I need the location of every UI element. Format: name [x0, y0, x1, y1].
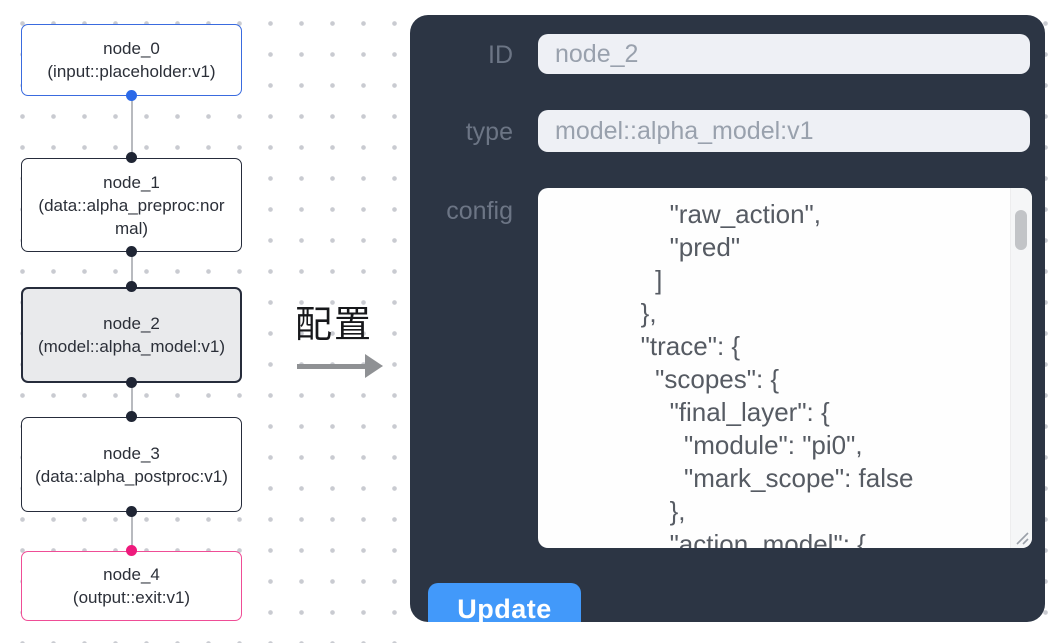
port-node1-out[interactable] — [126, 246, 137, 257]
node-config-panel: ID type config "raw_action", "pred" ] },… — [410, 15, 1045, 622]
node-3[interactable]: node_3 (data::alpha_postproc:v1) — [21, 417, 242, 512]
node-2-selected[interactable]: node_2 (model::alpha_model:v1) — [21, 287, 242, 383]
node-1-title: node_1 — [103, 172, 160, 192]
node-1[interactable]: node_1 (data::alpha_preproc:normal) — [21, 158, 242, 252]
type-input[interactable] — [538, 110, 1030, 152]
port-node3-out[interactable] — [126, 506, 137, 517]
node-0-title: node_0 — [103, 39, 160, 58]
edge-node2-node3 — [131, 383, 133, 417]
id-field-label: ID — [488, 41, 513, 69]
config-json-content[interactable]: "raw_action", "pred" ] }, "trace": { "sc… — [640, 199, 914, 548]
configure-label: 配置 — [295, 304, 373, 345]
port-node1-in[interactable] — [126, 152, 137, 163]
node-4-title: node_4 — [103, 565, 160, 584]
edge-node1-node2 — [131, 252, 133, 287]
right-arrow-icon — [295, 354, 395, 378]
id-input[interactable] — [538, 34, 1030, 74]
node-0[interactable]: node_0 (input::placeholder:v1) — [21, 24, 242, 96]
node-2-title: node_2 — [103, 314, 160, 333]
node-4[interactable]: node_4 (output::exit:v1) — [21, 551, 242, 621]
config-scrollbar-thumb[interactable] — [1015, 210, 1027, 250]
config-field-label: config — [446, 197, 513, 225]
port-node2-in[interactable] — [126, 281, 137, 292]
port-node0-out[interactable] — [126, 90, 137, 101]
config-textarea[interactable]: "raw_action", "pred" ] }, "trace": { "sc… — [538, 188, 1032, 548]
panel-bottom-gap — [408, 622, 1062, 643]
node-3-title: node_3 — [103, 443, 160, 463]
port-node4-in[interactable] — [126, 545, 137, 556]
configure-annotation: 配置 — [295, 294, 395, 378]
node-2-type: (model::alpha_model:v1) — [37, 337, 226, 356]
port-node3-in[interactable] — [126, 411, 137, 422]
port-node2-out[interactable] — [126, 377, 137, 388]
type-field-label: type — [465, 118, 513, 146]
node-4-type: (output::exit:v1) — [72, 588, 191, 607]
resize-grip-icon[interactable] — [1014, 530, 1029, 545]
node-0-type: (input::placeholder:v1) — [47, 62, 216, 81]
node-3-type: (data::alpha_postproc:v1) — [35, 466, 228, 486]
node-1-type: (data::alpha_preproc:normal) — [38, 195, 225, 238]
update-button[interactable]: Update — [428, 583, 581, 622]
config-scrollbar-track[interactable] — [1010, 188, 1032, 548]
edge-node0-node1 — [131, 96, 133, 158]
edge-node3-node4 — [131, 512, 133, 551]
flow-canvas: node_0 (input::placeholder:v1) node_1 (d… — [0, 0, 408, 643]
